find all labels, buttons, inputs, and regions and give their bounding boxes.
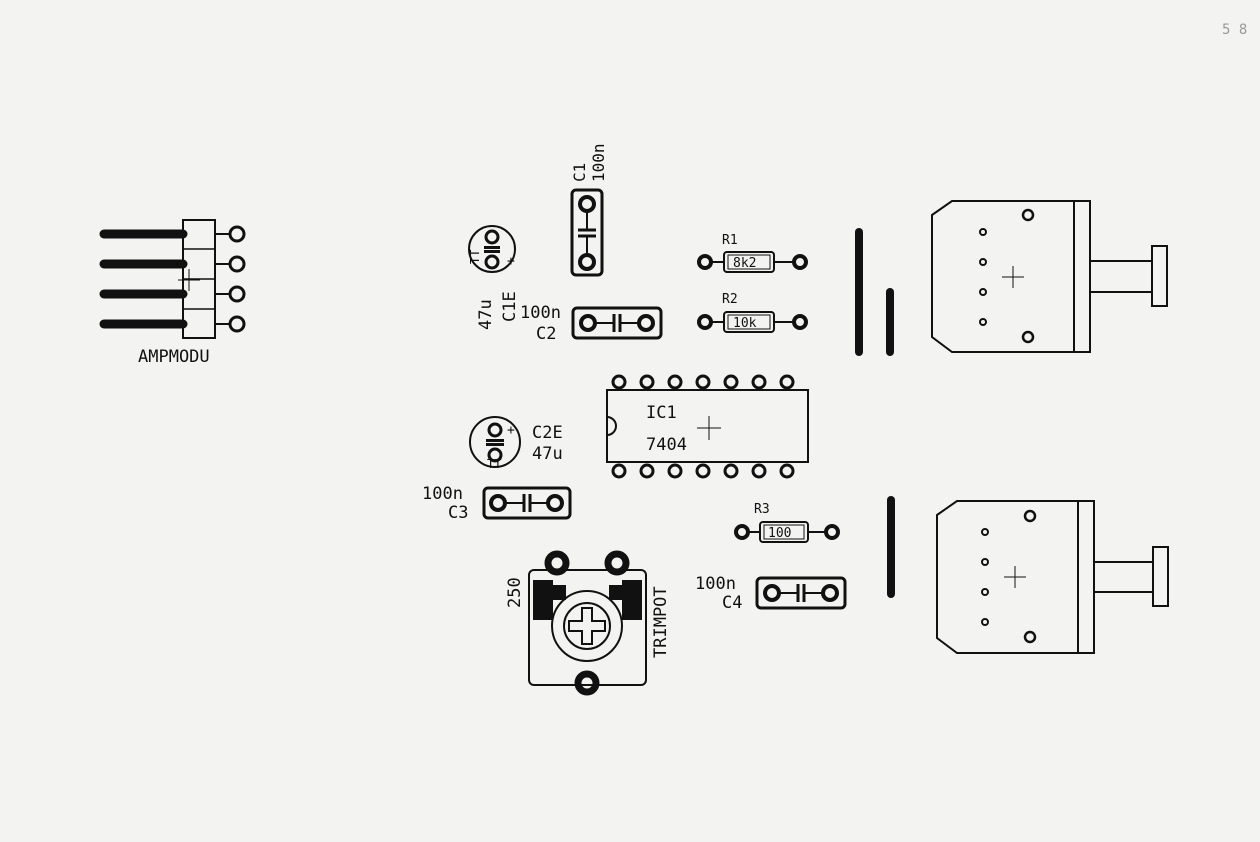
c3-ref: C3 <box>448 503 468 523</box>
r2-ref: R2 <box>722 292 738 307</box>
c2-ref: C2 <box>536 324 556 344</box>
c2e-tt-label: TT <box>487 457 501 471</box>
capacitor-c1e: + TT 47u C1E <box>468 225 520 330</box>
c1e-tt-label: TT <box>468 250 482 264</box>
c2e-plus: + <box>507 423 515 438</box>
c1-ref: C1 <box>570 163 589 182</box>
trimpot: 250 TRIMPOT <box>505 550 671 696</box>
c1e-plus: + <box>507 254 515 269</box>
c1e-ref: C1E <box>500 291 520 322</box>
trimpot-value: 250 <box>505 577 525 608</box>
ampmodu-label: AMPMODU <box>138 347 210 367</box>
c4-ref: C4 <box>722 593 742 613</box>
ic1-ref: IC1 <box>646 403 677 423</box>
c2e-ref: C2E <box>532 423 563 443</box>
c2e-value: 47u <box>532 444 563 464</box>
r1-ref: R1 <box>722 233 738 248</box>
ic1-value: 7404 <box>646 435 687 455</box>
edge-connector-top <box>931 200 1168 353</box>
ampmodu-header: AMPMODU <box>99 219 246 367</box>
c2-value: 100n <box>520 303 561 323</box>
c1-value: 100n <box>589 143 608 182</box>
r2-value: 10k <box>733 316 757 331</box>
ic1-dip14: IC1 7404 <box>606 374 809 479</box>
capacitor-c1: C1 100n <box>570 143 608 277</box>
resistor-r2: 10k R2 <box>697 292 808 333</box>
edge-connector-bottom <box>936 500 1169 654</box>
trimpot-ref: TRIMPOT <box>651 586 671 658</box>
c1e-value: 47u <box>476 299 496 330</box>
resistor-r1: 8k2 R1 <box>697 233 808 273</box>
r3-value: 100 <box>768 526 791 541</box>
r3-ref: R3 <box>754 502 770 517</box>
capacitor-c2: 100n C2 <box>520 303 663 344</box>
c4-value: 100n <box>695 574 736 594</box>
r1-value: 8k2 <box>733 256 756 271</box>
resistor-r3: 100 R3 <box>734 502 840 543</box>
c3-value: 100n <box>422 484 463 504</box>
bus-bars <box>855 228 895 598</box>
capacitor-c2e: + TT C2E 47u <box>469 416 563 471</box>
corner-mark: 5 8 <box>1222 22 1247 38</box>
capacitor-c3: 100n C3 <box>422 484 572 523</box>
capacitor-c4: 100n C4 <box>695 574 847 613</box>
